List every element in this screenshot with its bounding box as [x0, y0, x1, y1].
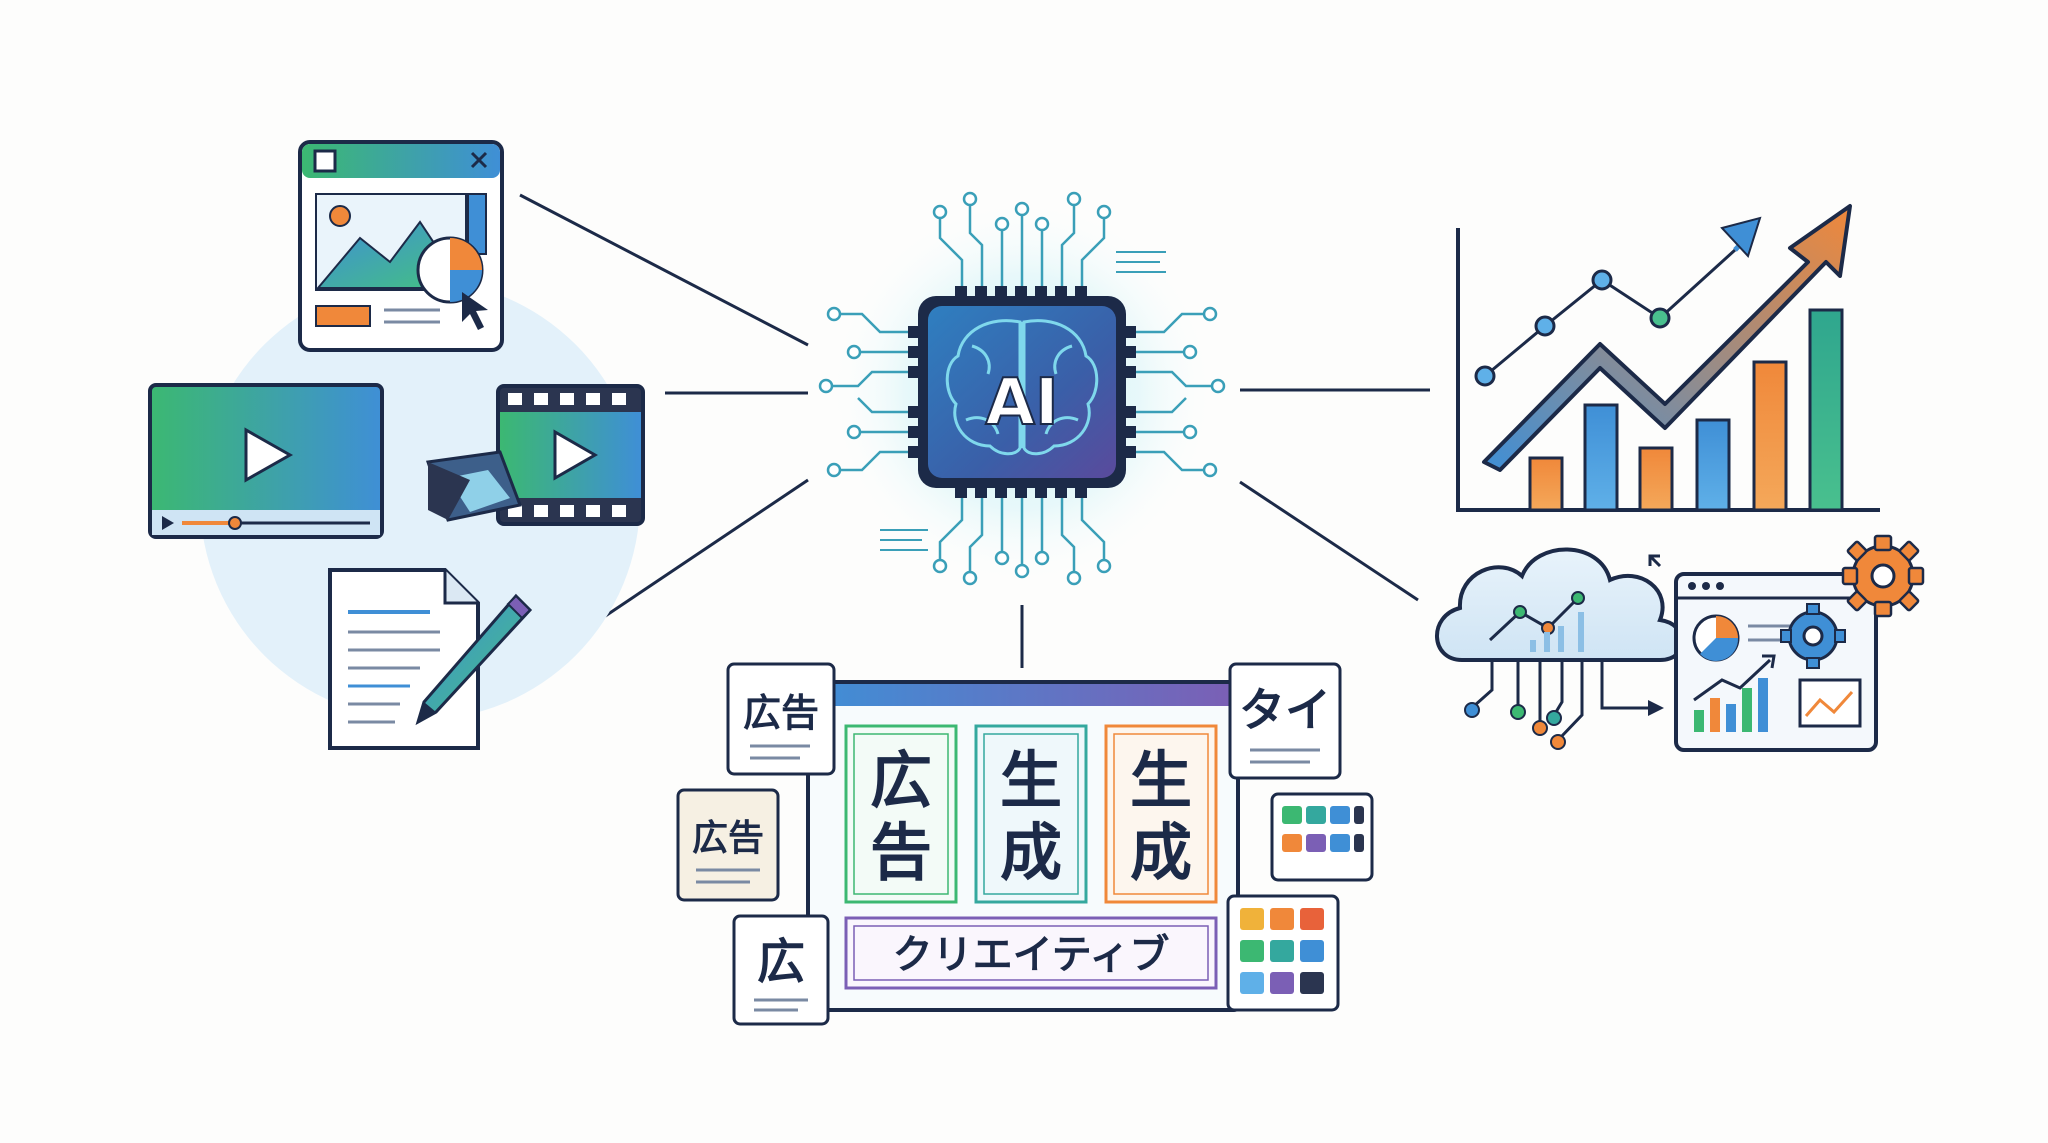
- side-card-left-mid: 広告: [676, 788, 780, 902]
- connector-cloud: [1239, 480, 1419, 602]
- brain-icon: [945, 319, 1099, 456]
- side-card-left-bottom-label: 広: [757, 934, 805, 990]
- gear-icon: [1841, 534, 1925, 618]
- video-player-icon: [148, 383, 384, 539]
- input-media-cluster: [148, 140, 645, 750]
- chip-side-dashes: [880, 251, 1166, 551]
- cloud-analytics-icon: [1435, 547, 1685, 750]
- main-card-generate: 生 成: [974, 724, 1088, 904]
- main-card-ad: 広 告: [844, 724, 958, 904]
- film-strip-icon: [425, 384, 645, 526]
- main-card-1-char-1: 広: [870, 744, 932, 817]
- color-swatch-grid-icon: [1226, 894, 1340, 1012]
- ai-chip-icon: AI: [818, 191, 1226, 587]
- side-card-left-top-label: 広告: [743, 690, 819, 735]
- side-card-left-mid-label: 広告: [692, 817, 764, 859]
- banner-label: クリエイティブ: [893, 931, 1170, 978]
- circuit-nodes: [818, 191, 1226, 586]
- side-card-right-top: タイ: [1228, 662, 1342, 780]
- document-pen-icon: [328, 568, 533, 750]
- side-card-left-top: 広告: [726, 662, 836, 776]
- chip-label: AI: [985, 366, 1058, 440]
- browser-window-icon: [298, 140, 504, 352]
- dashboard-icon: [1674, 534, 1925, 752]
- main-card-3-char-1: 生: [1130, 744, 1192, 817]
- circuit-traces: [832, 205, 1212, 572]
- main-card-2-char-1: 生: [1000, 744, 1062, 817]
- creative-board: 広 告 生 成 生 成 クリエイティブ 広告: [676, 662, 1374, 1026]
- connector-browser: [519, 193, 809, 347]
- side-card-right-top-label: タイ: [1239, 683, 1331, 737]
- main-card-2-char-2: 成: [1000, 816, 1062, 889]
- creative-banner: クリエイティブ: [844, 916, 1218, 990]
- side-card-left-bottom: 広: [732, 914, 830, 1026]
- main-card-1-char-2: 告: [870, 816, 932, 889]
- gear-icon-small: [1780, 603, 1846, 669]
- color-palette-icon: [1270, 792, 1374, 882]
- growth-chart-icon: [1456, 204, 1880, 512]
- main-card-generate-orange: 生 成: [1104, 724, 1218, 904]
- main-card-3-char-2: 成: [1130, 816, 1192, 889]
